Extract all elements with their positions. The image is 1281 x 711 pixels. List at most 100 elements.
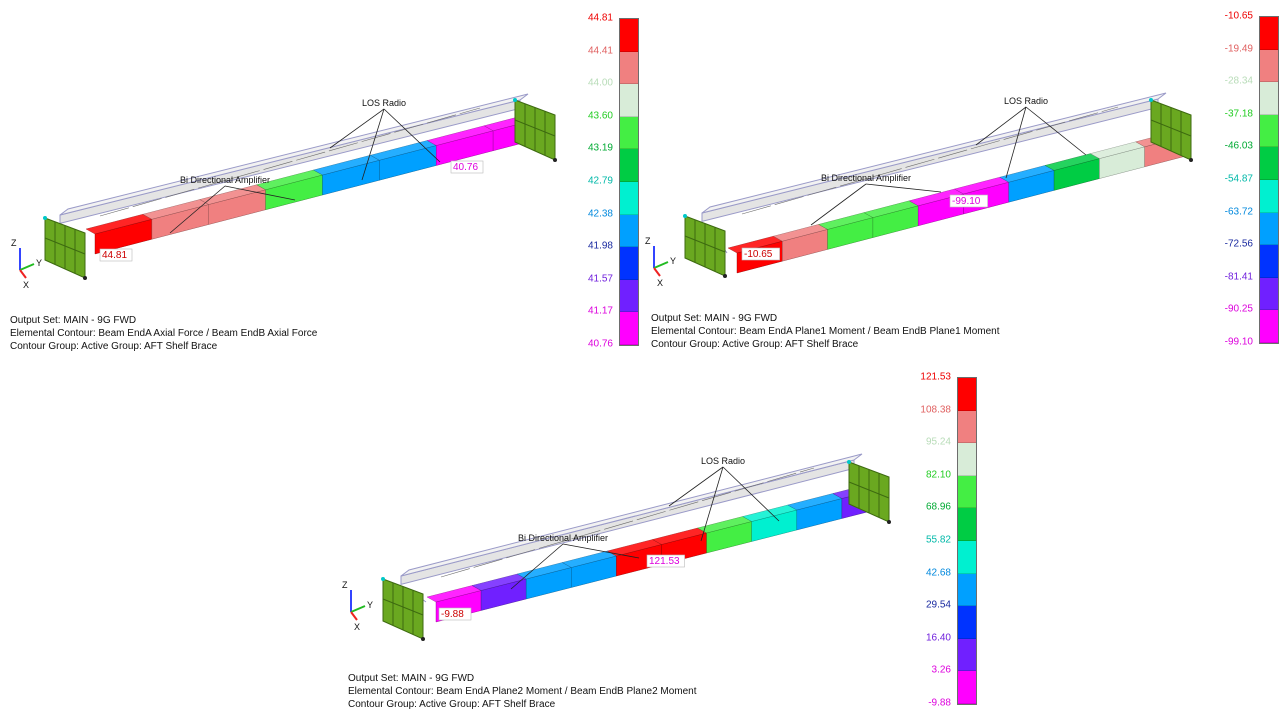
min-value-tag: -10.65 [744, 249, 773, 260]
legend-swatch [620, 214, 638, 248]
legend-swatch [958, 410, 976, 444]
legend-swatch [1260, 17, 1278, 50]
contour-label: Elemental Contour: Beam EndA Axial Force… [10, 328, 318, 339]
legend-swatch [958, 638, 976, 672]
viewport-axial[interactable]: LOS Radio Bi Directional Amplifier 44.81 40… [0, 0, 640, 355]
legend-value: 121.53 [920, 371, 951, 383]
legend-value: -10.65 [1224, 10, 1253, 22]
info-block-plane2: Output Set: MAIN - 9G FWD Elemental Cont… [348, 672, 697, 711]
min-value-tag-bg [438, 607, 472, 621]
bracket-left-node [723, 274, 727, 278]
max-value-tag-bg [949, 194, 988, 208]
amp-leader-line [865, 183, 942, 193]
legend-color-bar [957, 377, 977, 705]
legend-swatch [958, 443, 976, 476]
legend-swatch [620, 51, 638, 85]
triad-x-label: X [657, 278, 663, 288]
bracket-right-node [847, 460, 851, 464]
triad-y-label: Y [670, 256, 676, 266]
min-value-tag-bg [99, 248, 133, 262]
amp-leader-line [169, 185, 226, 234]
legend-value: 44.41 [587, 45, 613, 57]
contour-label: Elemental Contour: Beam EndA Plane1 Mome… [651, 326, 1000, 337]
legend-value: 41.98 [587, 240, 613, 252]
info-block-plane1: Output Set: MAIN - 9G FWD Elemental Cont… [651, 312, 1000, 351]
legend-value: 41.17 [587, 305, 613, 317]
triad-z-label: Z [645, 236, 651, 246]
triad-y-axis [350, 605, 366, 613]
bracket-right-node [513, 98, 517, 102]
legend-value: -81.41 [1224, 271, 1253, 283]
min-value-tag: -9.88 [441, 609, 464, 620]
legend-swatch [620, 312, 638, 345]
triad-y-label: Y [367, 600, 373, 610]
legend-value: -37.18 [1224, 108, 1253, 120]
amp-leader-line [510, 543, 564, 590]
legend-value: 40.76 [587, 338, 613, 350]
rail-center-line [440, 467, 815, 578]
legend-value: 44.81 [587, 12, 613, 24]
legend-swatch [958, 378, 976, 411]
legend-value: 42.38 [587, 208, 613, 220]
max-value-tag: 121.53 [649, 556, 680, 567]
legend-swatch [620, 181, 638, 215]
legend-swatch [1260, 245, 1278, 278]
amp-leader-line [810, 183, 867, 226]
bracket-left-node [381, 577, 385, 581]
legend-value: 42.68 [925, 567, 951, 579]
back-rail-top [701, 92, 1167, 214]
legend-swatch [620, 279, 638, 313]
contour-label: Elemental Contour: Beam EndA Plane2 Mome… [348, 686, 697, 697]
legend-value: 44.00 [587, 77, 613, 89]
legend-swatch [958, 475, 976, 509]
legend-value: 3.26 [931, 664, 951, 676]
bracket-left-node [683, 214, 687, 218]
legend-value: 55.82 [925, 534, 951, 546]
contour-group-label: Contour Group: Active Group: AFT Shelf B… [651, 339, 859, 350]
bracket-left-node [43, 216, 47, 220]
rail-center-line [99, 107, 481, 217]
legend-swatch [620, 84, 638, 117]
bracket-right-node [1149, 98, 1153, 102]
los-leader-line [975, 106, 1027, 146]
los-leader-line [1005, 106, 1027, 179]
legend-swatch [620, 19, 638, 52]
contour-group-label: Contour Group: Active Group: AFT Shelf B… [348, 699, 556, 710]
legend-value: -63.72 [1224, 206, 1253, 218]
legend-swatch [1260, 147, 1278, 180]
legend-swatch [1260, 114, 1278, 148]
output-set-label: Output Set: MAIN - 9G FWD [348, 673, 475, 684]
amplifier-label: Bi Directional Amplifier [180, 175, 270, 185]
legend-swatch [1260, 179, 1278, 213]
legend-swatch [620, 116, 638, 150]
legend-swatch [1260, 277, 1278, 311]
legend-color-bar [619, 18, 639, 346]
los-leader-line [383, 108, 441, 163]
legend-value: 41.57 [587, 273, 613, 285]
los-leader-line [361, 108, 385, 181]
legend-value: 43.19 [587, 142, 613, 154]
legend-value: 82.10 [925, 469, 951, 481]
model-view-axial[interactable]: LOS Radio Bi Directional Amplifier 44.81 40… [0, 0, 640, 355]
triad-x-label: X [354, 622, 360, 632]
legend-swatch [1260, 82, 1278, 115]
triad-y-label: Y [36, 258, 42, 268]
legend-swatch [958, 671, 976, 704]
max-value-tag-bg [450, 160, 484, 174]
legend-swatch [958, 606, 976, 639]
legend-swatch [958, 540, 976, 574]
legend-swatch [1260, 49, 1278, 83]
min-value-tag: 44.81 [102, 250, 127, 261]
bracket-right-node [887, 520, 891, 524]
legend-swatch [958, 508, 976, 541]
bracket-left-rib [382, 598, 424, 616]
info-block-axial: Output Set: MAIN - 9G FWD Elemental Cont… [10, 314, 317, 353]
output-set-label: Output Set: MAIN - 9G FWD [10, 315, 137, 326]
los-radio-label: LOS Radio [362, 98, 406, 108]
legend-value: 108.38 [920, 404, 951, 416]
back-rail-top [400, 453, 863, 577]
